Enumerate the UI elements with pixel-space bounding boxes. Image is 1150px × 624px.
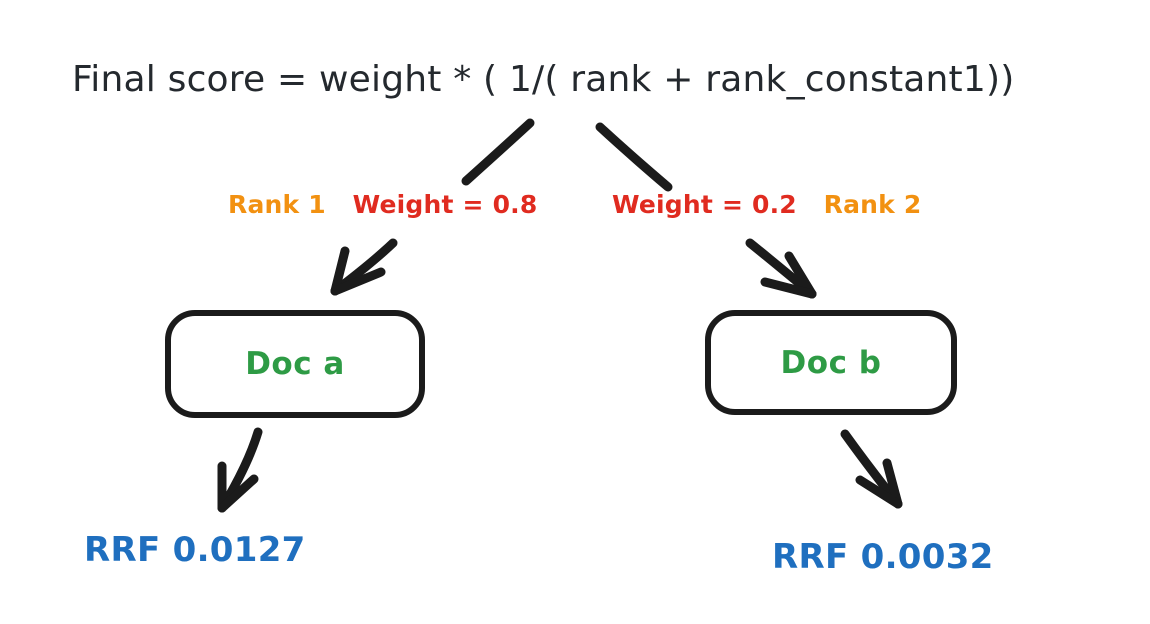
doc-node-b-label: Doc b — [780, 344, 882, 381]
weight-label-left: Weight = 0.8 — [352, 190, 538, 219]
arrow-right-upper-stroke — [595, 122, 673, 192]
doc-node-a-label: Doc a — [245, 346, 345, 382]
formula-title: Final score = weight * ( 1/( rank + rank… — [72, 59, 1015, 100]
rrf-score-left: RRF 0.0127 — [84, 530, 306, 570]
arrow-doca-to-score-barb — [217, 474, 259, 513]
arrow-left-lower-stroke — [330, 238, 398, 296]
arrow-left-head — [330, 246, 350, 296]
arrow-left-upper-stroke — [461, 118, 535, 186]
rank-label-left: Rank 1 — [228, 190, 326, 219]
weight-label-right: Weight = 0.2 — [612, 190, 797, 219]
rrf-score-right: RRF 0.0032 — [772, 537, 994, 577]
arrow-right-lower-stroke — [745, 238, 817, 299]
rank-label-right: Rank 2 — [823, 190, 922, 219]
doc-node-b: Doc b — [705, 310, 957, 415]
arrow-docb-to-score-stroke — [840, 429, 903, 509]
arrow-docb-to-score-head — [882, 458, 903, 509]
doc-node-a: Doc a — [165, 310, 425, 418]
arrow-right-head — [784, 251, 817, 299]
branch-label-right: Weight = 0.2 Rank 2 — [612, 192, 921, 217]
arrow-docb-to-score-barb — [855, 475, 903, 509]
arrow-doca-to-score-stroke — [217, 427, 263, 513]
arrow-right-head-barb — [760, 277, 817, 299]
arrow-left-head-barb — [330, 267, 386, 296]
branch-label-left: Rank 1 Weight = 0.8 — [228, 192, 537, 217]
